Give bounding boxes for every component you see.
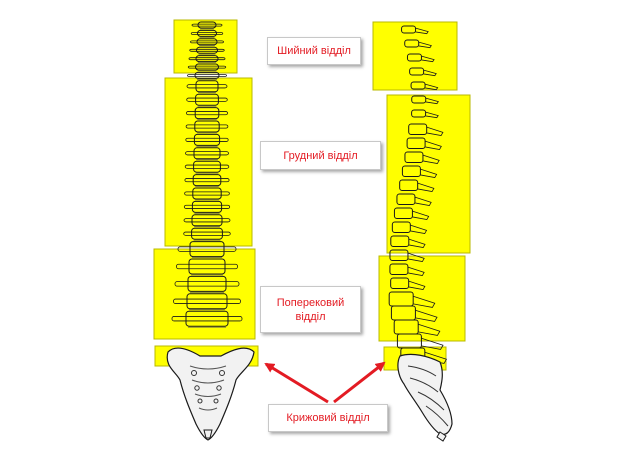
vertebra-front: [186, 80, 228, 94]
vertebra-front: [187, 63, 227, 72]
vertebra-front: [183, 227, 231, 241]
vertebra-front: [184, 187, 230, 201]
vertebra-side: [391, 221, 428, 234]
vertebra-side: [389, 263, 425, 276]
vertebra-front: [173, 293, 241, 311]
vertebra-side: [411, 95, 439, 105]
vertebra-front: [190, 29, 224, 38]
vertebra-side: [401, 25, 429, 35]
vertebra-front: [183, 200, 231, 214]
label-sacral-text: Крижовий відділ: [286, 412, 370, 424]
vertebra-front: [191, 21, 223, 30]
label-cervical-text: Шийний відділ: [277, 45, 351, 57]
vertebra-front: [176, 258, 238, 276]
vertebra-front: [183, 214, 231, 228]
label-sacral: Крижовий відділ: [268, 404, 388, 432]
vertebra-front: [185, 107, 228, 120]
arrow-left: [264, 362, 329, 404]
vertebra-side: [408, 123, 444, 136]
vertebra-side: [404, 151, 440, 164]
label-lumbar-text: Поперековий відділ: [276, 296, 345, 323]
vertebra-side: [404, 39, 432, 49]
side-sacrum: [397, 353, 453, 442]
label-thoracic-text: Грудний відділ: [283, 149, 358, 162]
vertebra-side: [390, 277, 426, 290]
vertebra-front: [171, 310, 243, 328]
vertebra-front: [185, 147, 229, 161]
vertebra-side: [399, 179, 435, 192]
vertebra-front: [184, 160, 230, 174]
front-thoracic-region: [164, 77, 253, 247]
vertebra-front: [188, 55, 226, 63]
side-lumbar-region: [378, 255, 466, 342]
front-sacrum: [166, 347, 255, 441]
vertebra-front: [186, 93, 228, 107]
spine-side-view-icon: [388, 25, 448, 364]
arrow-right: [333, 361, 386, 404]
vertebra-front: [174, 275, 240, 293]
vertebra-side: [389, 249, 425, 262]
arrow-icon: [264, 361, 386, 404]
label-lumbar: Поперековий відділ: [260, 286, 361, 333]
vertebra-front: [177, 241, 237, 258]
side-view-regions: [372, 21, 471, 371]
vertebra-side: [393, 207, 430, 220]
vertebra-side: [411, 109, 439, 119]
spine-front-view-icon: [171, 21, 243, 328]
vertebra-front: [187, 71, 227, 80]
side-thoracic-region: [386, 94, 471, 254]
vertebra-front: [189, 46, 225, 55]
vertebra-side: [396, 193, 432, 206]
vertebra-front: [185, 133, 229, 147]
vertebra-side: [406, 53, 435, 63]
vertebra-front: [185, 120, 229, 134]
side-cervical-region: [372, 21, 458, 91]
label-cervical: Шийний відділ: [267, 37, 361, 65]
label-thoracic: Грудний відділ: [260, 141, 381, 170]
vertebra-front: [184, 174, 230, 187]
vertebra-front: [190, 38, 224, 47]
vertebra-side: [406, 137, 442, 150]
vertebra-side: [410, 81, 439, 91]
vertebra-side: [390, 235, 426, 248]
vertebra-side: [401, 165, 438, 178]
vertebra-side: [409, 67, 437, 77]
